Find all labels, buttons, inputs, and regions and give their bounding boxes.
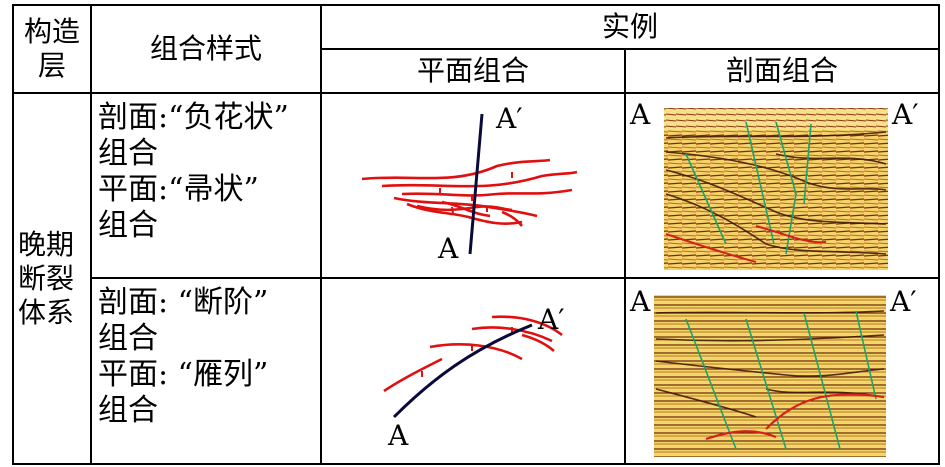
seismic-panel [654, 295, 886, 457]
plan-label-start: A [387, 419, 409, 452]
header-section-cell: 剖面组合 [623, 48, 941, 94]
fault-lines [685, 310, 877, 450]
style-text: 剖面:“负花状” [98, 100, 289, 135]
red-horizon [665, 233, 757, 263]
fault-trace [416, 204, 513, 212]
header-example-cell: 实例 [319, 4, 941, 50]
style-cell-row1: 剖面:“负花状” 组合 平面:“帚状” 组合 [90, 92, 322, 279]
reflector [655, 388, 757, 418]
red-horizons [705, 393, 885, 441]
fault-ticks [439, 172, 513, 214]
reflector [655, 310, 885, 314]
reflector [665, 131, 887, 139]
plan-cell-row2: A′ A [320, 277, 626, 465]
fault-trace [501, 210, 523, 227]
profile-line [392, 323, 533, 419]
seismic-section-row2: A A′ [629, 285, 917, 457]
fault-line [685, 318, 737, 450]
fault-line [803, 312, 841, 450]
fault-tick [451, 206, 454, 214]
layer-line1: 晚期 [18, 227, 75, 261]
style-text: 组合 [98, 208, 158, 243]
header-style-label: 组合样式 [149, 32, 262, 65]
layer-cell: 晚期 断裂 体系 [12, 92, 92, 465]
style-text: 剖面: “断阶” [98, 285, 269, 320]
profile-line [468, 113, 484, 255]
plan-label-end: A′ [537, 303, 565, 336]
fault-trace [441, 200, 491, 218]
style-text: 平面:“帚状” [98, 172, 259, 207]
header-plan-label: 平面组合 [416, 54, 529, 87]
plan-echelon-diagram: A′ A [383, 303, 565, 452]
plan-cell-row1: A′ A [320, 92, 626, 279]
fault-ticks [421, 327, 513, 377]
header-section-label: 剖面组合 [726, 54, 839, 87]
plan-label-start: A [437, 232, 459, 265]
style-cell-row2: 剖面: “断阶” 组合 平面: “雁列” 组合 [90, 277, 322, 465]
section-label-end: A′ [889, 285, 917, 318]
style-text: 组合 [98, 136, 158, 171]
section-label-start: A [629, 98, 651, 131]
reflector [775, 153, 887, 165]
fault-line [775, 121, 797, 255]
style-text: 组合 [98, 393, 158, 428]
header-example-label: 实例 [602, 10, 659, 43]
fault-trace [521, 333, 555, 352]
plan-label-end: A′ [495, 102, 523, 135]
fault-traces [361, 158, 578, 227]
reflector [665, 169, 887, 225]
structure-table: 构造 层 组合样式 实例 平面组合 剖面组合 晚期 断裂 体系 [12, 4, 941, 465]
layer-line3: 体系 [18, 295, 75, 329]
fault-line [855, 310, 877, 400]
red-horizon [705, 430, 777, 441]
seismic-section-row1: A A′ [629, 98, 919, 270]
fault-lines [685, 121, 812, 255]
fault-trace [401, 188, 573, 197]
red-horizons [665, 225, 827, 263]
header-layer-cell: 构造 层 [12, 4, 92, 94]
fault-trace [383, 357, 443, 393]
fault-trace [361, 158, 551, 181]
header-style-cell: 组合样式 [90, 4, 322, 94]
reflectors [665, 131, 887, 255]
seismic-top-band [664, 108, 888, 130]
fault-line [745, 121, 775, 245]
fault-line [803, 123, 812, 205]
section-cell-row1: A A′ [623, 92, 941, 279]
header-layer-line1: 构造 [23, 15, 80, 48]
header-plan-cell: 平面组合 [320, 48, 626, 94]
red-horizon [765, 393, 885, 430]
section-cell-row2: A A′ [623, 277, 941, 465]
fault-trace [491, 315, 563, 337]
section-label-end: A′ [891, 98, 919, 131]
reflector [665, 193, 887, 255]
fault-trace [429, 343, 523, 361]
section-label-start: A [629, 285, 651, 318]
style-text: 组合 [98, 321, 158, 356]
red-horizon [755, 225, 827, 244]
header-layer-line2: 层 [37, 49, 66, 82]
plan-broom-diagram: A′ A [361, 102, 578, 265]
reflector [655, 360, 885, 377]
fault-trace [381, 170, 578, 188]
reflector [655, 334, 885, 342]
reflector [665, 151, 887, 191]
fault-line [685, 153, 727, 245]
layer-line2: 断裂 [18, 261, 75, 295]
fault-line [745, 318, 787, 450]
style-text: 平面: “雁列” [98, 357, 269, 392]
